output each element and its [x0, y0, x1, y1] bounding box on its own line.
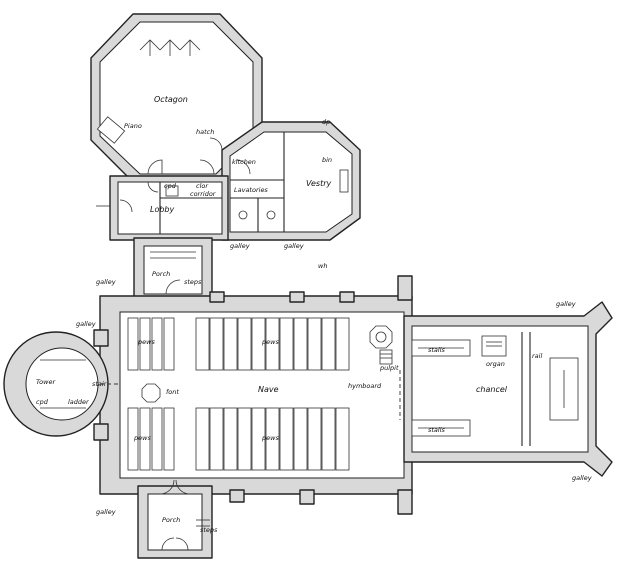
- lobby-corridor: [96, 175, 229, 241]
- label-gallery-2: galley: [284, 242, 304, 250]
- label-gallery-5: galley: [556, 300, 576, 308]
- label-chancel: chancel: [476, 385, 508, 394]
- label-rail: rail: [532, 352, 542, 360]
- label-kitchen: kitchen: [232, 158, 256, 166]
- pews-west-north: [127, 317, 175, 371]
- label-steps-north: steps: [184, 278, 202, 286]
- label-lobby: Lobby: [150, 205, 175, 214]
- label-dp: dp: [322, 118, 330, 126]
- label-gallery-7: galley: [96, 508, 116, 516]
- label-gallery-1: galley: [230, 242, 250, 250]
- pulpit-icon: [369, 325, 393, 349]
- font-icon: [141, 383, 161, 403]
- chancel: [403, 301, 613, 477]
- label-porch-north: Porch: [152, 270, 170, 278]
- label-tower: Tower: [36, 378, 56, 386]
- label-cpd: cpd: [164, 182, 177, 190]
- piano-icon: [96, 116, 126, 144]
- label-piano: Piano: [124, 122, 142, 130]
- label-organ: organ: [486, 360, 505, 368]
- label-tower-cpd: cpd: [36, 398, 49, 406]
- pews-main-south: [195, 407, 350, 471]
- label-stalls-south: stalls: [428, 426, 446, 434]
- label-clor: clor: [196, 182, 209, 190]
- south-porch: [137, 479, 213, 559]
- pews-west-south: [127, 407, 175, 471]
- labels: Octagon Piano hatch kitchen Vestry Lavat…: [36, 95, 592, 534]
- label-bin: bin: [322, 156, 332, 164]
- label-nave: Nave: [258, 385, 279, 394]
- north-porch: [133, 237, 213, 299]
- label-pews-3: pews: [133, 434, 151, 442]
- label-gallery-3: galley: [96, 278, 116, 286]
- label-wh: wh: [318, 262, 327, 270]
- label-stalls-north: stalls: [428, 346, 446, 354]
- label-pews-1: pews: [137, 338, 155, 346]
- label-octagon: Octagon: [154, 95, 188, 104]
- label-hatch: hatch: [196, 128, 214, 136]
- label-vestry: Vestry: [306, 179, 332, 188]
- label-hymboard: hymboard: [348, 382, 382, 390]
- label-pulpit: pulpit: [379, 364, 399, 372]
- label-gallery-6: galley: [572, 474, 592, 482]
- label-lavatories: Lavatories: [234, 186, 268, 194]
- label-tower-stair: stair: [92, 380, 108, 388]
- pews-main-north: [195, 317, 350, 371]
- octagon-room: [90, 13, 263, 183]
- label-font: font: [166, 388, 179, 396]
- tower: [3, 329, 120, 441]
- label-pews-4: pews: [261, 434, 279, 442]
- label-porch-south: Porch: [162, 516, 180, 524]
- label-steps-south: steps: [200, 526, 218, 534]
- label-gallery-4: galley: [76, 320, 96, 328]
- kitchen-vestry-block: [221, 121, 361, 241]
- label-tower-ladder: ladder: [68, 398, 90, 406]
- nave: [99, 275, 413, 515]
- label-corridor: corridor: [190, 190, 217, 198]
- label-pews-2: pews: [261, 338, 279, 346]
